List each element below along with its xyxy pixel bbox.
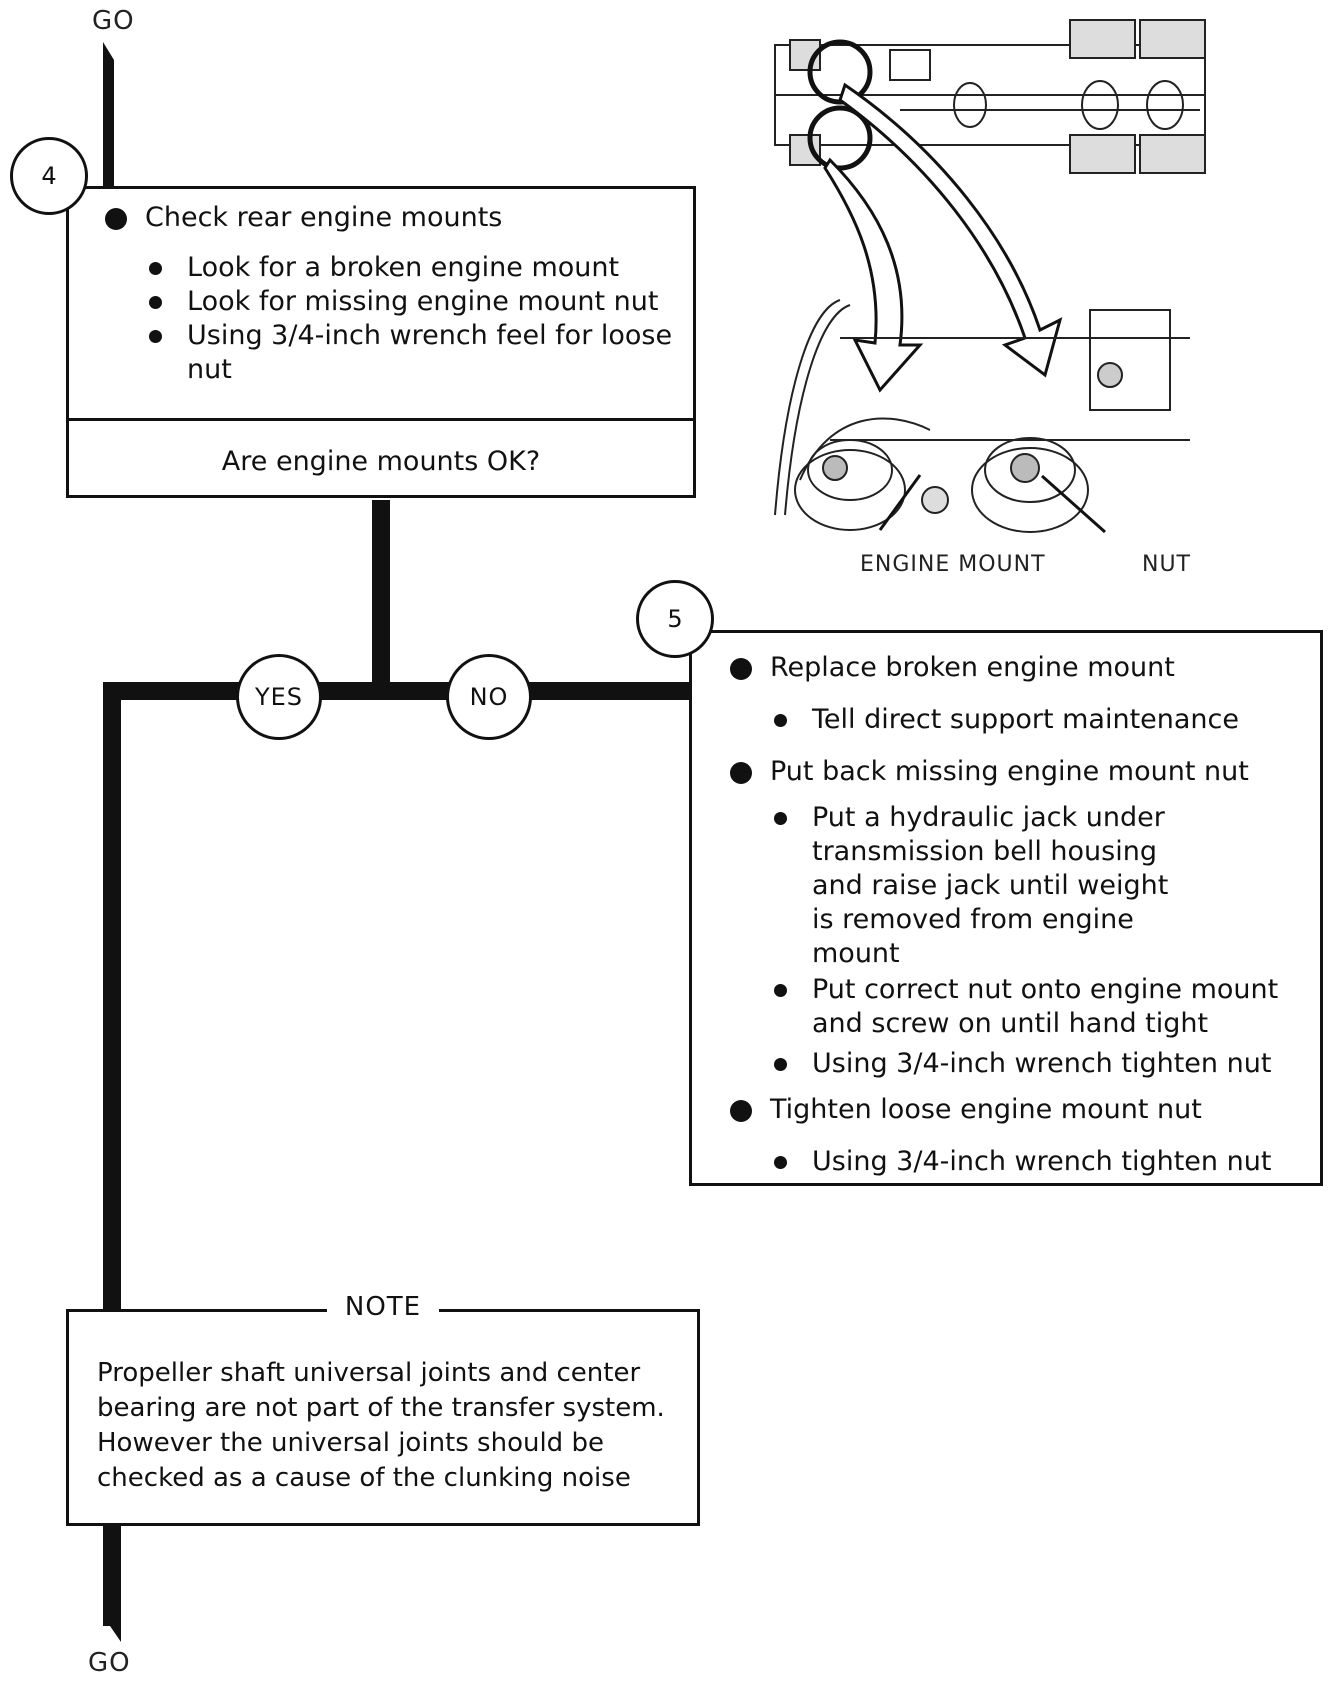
go-top-label: GO bbox=[92, 6, 135, 36]
step5-group-list: Put a hydraulic jack under transmission … bbox=[768, 801, 1310, 1081]
mount-nut-left bbox=[822, 455, 848, 481]
callout-arrow-left bbox=[823, 157, 924, 393]
step5-number-circle: 5 bbox=[636, 580, 714, 658]
callout-circle-lower bbox=[807, 105, 873, 171]
callout-arrow-right bbox=[838, 82, 1063, 378]
yes-label: YES bbox=[254, 683, 304, 711]
note-heading: NOTE bbox=[326, 1292, 440, 1322]
step4-number-circle: 4 bbox=[10, 137, 88, 215]
step5-item: Put correct nut onto engine mount and sc… bbox=[768, 973, 1302, 1041]
note-text: Propeller shaft universal joints and cen… bbox=[97, 1358, 665, 1493]
chassis-top-view bbox=[774, 19, 1206, 174]
step4-question: Are engine mounts OK? bbox=[221, 445, 541, 477]
mount-nut-right bbox=[1010, 453, 1040, 483]
engine-mount-callout: ENGINE MOUNT bbox=[860, 552, 1046, 577]
step4-number: 4 bbox=[41, 162, 57, 190]
step5-group-title: Put back missing engine mount nut bbox=[730, 755, 1310, 789]
step5-item: Using 3/4-inch wrench tighten nut bbox=[768, 1047, 1310, 1081]
flow-line-bottom bbox=[103, 1526, 121, 1642]
go-bottom-label: GO bbox=[88, 1648, 131, 1678]
flow-line-center bbox=[372, 500, 390, 690]
flow-line-top bbox=[103, 42, 114, 190]
step4-checklist: Look for a broken engine mount Look for … bbox=[143, 251, 677, 387]
step5-group-list: Tell direct support maintenance bbox=[768, 703, 1310, 737]
flow-line-left bbox=[103, 682, 121, 1310]
step5-number: 5 bbox=[667, 605, 683, 633]
mount-detail-view bbox=[774, 299, 1190, 533]
step5-group-title: Tighten loose engine mount nut bbox=[730, 1093, 1310, 1127]
nut-pointer bbox=[1041, 474, 1106, 534]
step5-item: Put a hydraulic jack under transmission … bbox=[768, 801, 1192, 971]
step5-box: Replace broken engine mount Tell direct … bbox=[689, 630, 1323, 1186]
step5-group-title: Replace broken engine mount bbox=[730, 651, 1310, 685]
step4-title: Check rear engine mounts bbox=[105, 201, 677, 235]
step5-item: Using 3/4-inch wrench tighten nut bbox=[768, 1145, 1310, 1179]
step5-item: Tell direct support maintenance bbox=[768, 703, 1310, 737]
step4-item: Look for missing engine mount nut bbox=[143, 285, 677, 319]
engine-mount-illustration bbox=[774, 19, 1206, 534]
engine-mount-pointer bbox=[878, 474, 922, 531]
step4-item: Look for a broken engine mount bbox=[143, 251, 677, 285]
step4-box: Check rear engine mounts Look for a brok… bbox=[66, 186, 696, 498]
no-circle: NO bbox=[446, 654, 532, 740]
step4-item: Using 3/4-inch wrench feel for loose nut bbox=[143, 319, 677, 387]
note-box: NOTE Propeller shaft universal joints an… bbox=[66, 1292, 700, 1526]
callout-circle-upper bbox=[807, 39, 873, 105]
flow-line-branch bbox=[103, 682, 691, 700]
yes-circle: YES bbox=[236, 654, 322, 740]
nut-callout: NUT bbox=[1142, 552, 1191, 577]
no-label: NO bbox=[469, 683, 509, 711]
step5-group-list: Using 3/4-inch wrench tighten nut bbox=[768, 1145, 1310, 1179]
